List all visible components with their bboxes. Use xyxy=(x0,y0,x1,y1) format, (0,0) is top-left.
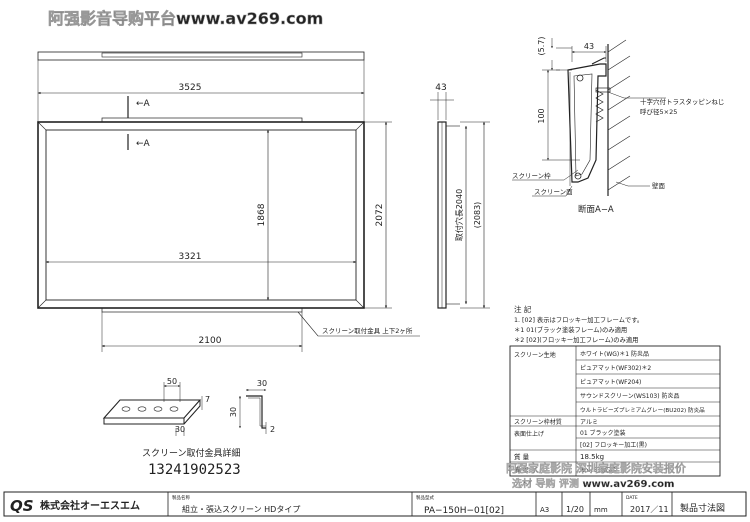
side-view xyxy=(430,92,490,309)
notes-line-2: ＊1 01(ブラック塗装フレーム)のみ適用 xyxy=(514,325,627,334)
spec-value-2: ピュアマット(WF302)＊2 xyxy=(580,365,651,372)
notes-line-1: 1. [02] 表示はフロッキー加工フレームです。 xyxy=(514,315,643,324)
bracket-callout: スクリーン取付金具 上下2ヶ所 xyxy=(322,326,413,335)
side-view-labels: 43 取付穴長2040 (2083) xyxy=(435,83,482,241)
watermark-bottom-b: 选材 导购 评测 www.av269.com xyxy=(512,477,674,490)
dim-screen-height: 1868 xyxy=(257,203,267,226)
spec-value-remarks: RoHS対応品 xyxy=(580,465,617,474)
dim-bracket-2: 2 xyxy=(270,425,275,434)
title-block-text: QS 株式会社オーエスエム 製品名称 組立・張込スクリーン HDタイプ 製品型式… xyxy=(10,494,725,516)
dim-bracket-30c: 30 xyxy=(229,407,238,417)
bracket-l-profile xyxy=(246,395,266,429)
paper-size: A3 xyxy=(540,506,549,514)
model-label: 製品型式 xyxy=(416,494,434,501)
front-view xyxy=(37,51,420,352)
notes-heading: 注 記 xyxy=(514,304,532,314)
bottom-bracket xyxy=(101,307,303,313)
product-name-label: 製品名称 xyxy=(172,494,190,501)
notes-line-3: ＊2 [02](フロッキー加工フレーム)のみ適用 xyxy=(514,335,638,344)
section-mark-top: ←A xyxy=(136,99,151,109)
notes-block: 注 記 1. [02] 表示はフロッキー加工フレームです。 ＊1 01(ブラック… xyxy=(514,304,643,344)
dim-section-top: (5.7) xyxy=(537,37,546,56)
screw-note-2: 呼び径5×25 xyxy=(640,107,677,116)
section-view-labels: (5.7) 43 100 十字穴付トラスタッピンねじ 呼び径5×25 スクリーン… xyxy=(512,37,724,215)
bracket-detail xyxy=(102,382,267,436)
label-wall: 壁面 xyxy=(652,181,666,190)
label-screen-frame: スクリーン枠 xyxy=(512,171,551,180)
spec-table xyxy=(509,345,721,477)
label-screen-surface: スクリーン面 xyxy=(534,188,573,196)
spec-value-1: ホワイト(WG)＊1 防炎品 xyxy=(580,350,649,358)
spec-value-finish-2: [02] フロッキー加工(黒) xyxy=(580,441,647,449)
screw xyxy=(595,87,611,93)
spec-value-frame: アルミ xyxy=(580,419,598,426)
front-view-labels: 3525 3321 2100 1868 2072 ←A ←A スクリーン取付金具… xyxy=(136,83,413,346)
dim-bracket-spacing: 2100 xyxy=(199,336,222,346)
bracket-iso-top xyxy=(102,399,202,419)
section-mark-bottom: ←A xyxy=(136,139,151,149)
spring xyxy=(595,89,604,123)
spec-value-finish-1: 01 ブラック塗装 xyxy=(580,429,626,437)
drawing-scale: 1/20 xyxy=(566,505,584,514)
top-rail-slot xyxy=(101,52,303,58)
watermark-phone: 13241902523 xyxy=(148,462,241,478)
date-label: DATE xyxy=(626,495,638,501)
spec-label-remarks: 備 考 xyxy=(514,465,530,474)
dim-bracket-50: 50 xyxy=(167,377,177,386)
dim-side-total: (2083) xyxy=(473,202,482,229)
dim-overall-height: 2072 xyxy=(375,204,385,227)
model-number: PA−150H−01[02] xyxy=(424,506,504,516)
dim-side-depth: 43 xyxy=(435,83,446,93)
dim-overall-width: 3525 xyxy=(179,83,202,93)
top-bracket xyxy=(101,117,303,123)
frame-inner xyxy=(45,129,357,301)
dim-screen-width: 3321 xyxy=(179,252,202,262)
dim-side-visible: 取付穴長2040 xyxy=(454,189,464,241)
watermark-bottom-a: 阿强家庭影院 深圳家庭影院安装报价 xyxy=(506,461,687,475)
spec-label-frame: スクリーン枠材質 xyxy=(514,418,562,426)
dim-section-depth: 43 xyxy=(584,42,594,51)
frame-profile xyxy=(567,63,607,183)
bracket-detail-labels: 50 30 7 30 30 2 スクリーン取付金具詳細 xyxy=(142,377,275,459)
unit-label: mm xyxy=(594,506,608,514)
section-caption: 断面A−A xyxy=(578,204,614,215)
company-logo: QS xyxy=(10,497,34,515)
drawing-date: 2017／11 xyxy=(630,505,669,514)
dim-section-height: 100 xyxy=(537,108,546,123)
watermark-top: 阿强影音导购平台www.av269.com xyxy=(48,9,323,28)
spec-value-weight: 18.5kg xyxy=(580,453,604,461)
spec-table-text: スクリーン生地 ホワイト(WG)＊1 防炎品 ピュアマット(WF302)＊2 ピ… xyxy=(514,350,705,474)
section-view xyxy=(512,38,666,197)
company-name: 株式会社オーエスエム xyxy=(40,499,140,512)
bracket-caption: スクリーン取付金具詳細 xyxy=(142,447,241,459)
top-rail xyxy=(37,51,365,61)
dim-bracket-30a: 30 xyxy=(175,425,185,434)
spec-value-5: ウルトラビーズプレミアムグレー(BU202) 防炎品 xyxy=(580,406,705,414)
spec-label-weight: 質 量 xyxy=(514,452,530,461)
product-name: 組立・張込スクリーン HDタイプ xyxy=(182,504,300,514)
title-block xyxy=(3,491,747,517)
spec-value-3: ピュアマット(WF204) xyxy=(580,379,641,386)
dim-bracket-7: 7 xyxy=(205,395,210,404)
drawing-title: 製品寸法図 xyxy=(680,502,725,514)
spec-label-finish: 表面仕上げ xyxy=(514,430,544,438)
screw-note-1: 十字穴付トラスタッピンねじ xyxy=(640,97,724,106)
dim-bracket-30b: 30 xyxy=(257,379,267,388)
spec-value-4: サウンドスクリーン(WS103) 防炎品 xyxy=(580,392,679,400)
frame-outer xyxy=(37,121,365,309)
spec-label-fabric: スクリーン生地 xyxy=(514,351,556,359)
